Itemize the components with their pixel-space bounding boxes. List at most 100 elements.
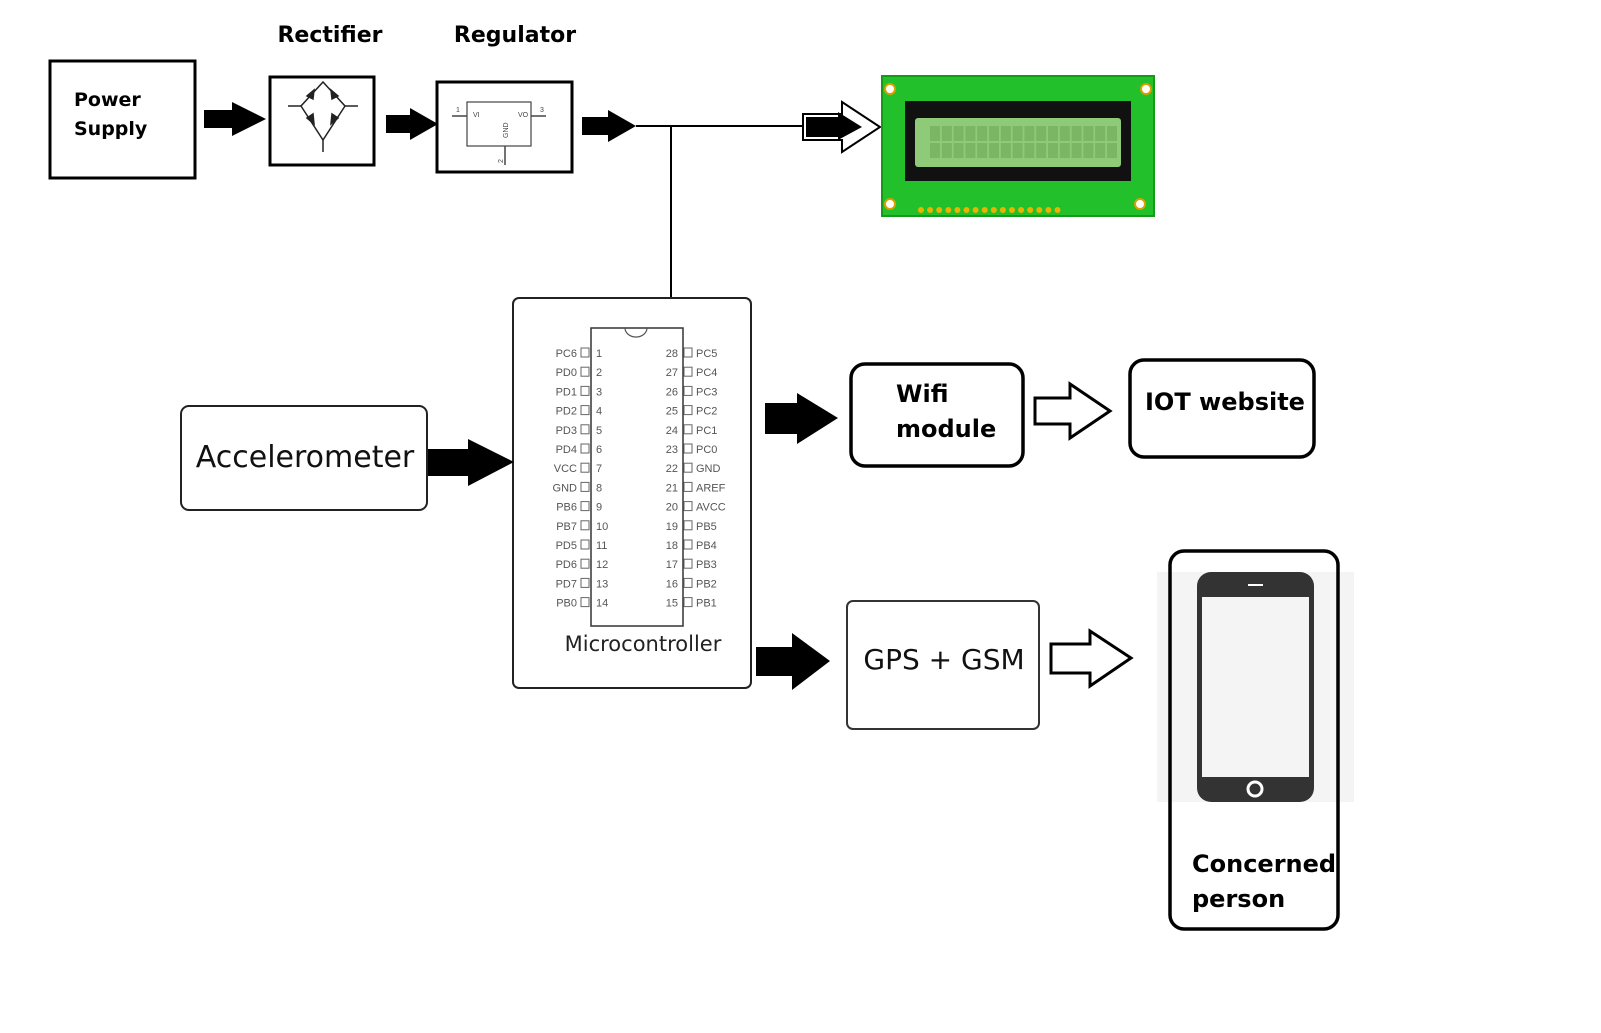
power-supply-label-2: Supply	[74, 118, 148, 140]
arrow-regulator-out	[582, 110, 806, 299]
chip-pin-pad	[580, 520, 590, 531]
lcd-char-cell	[1012, 126, 1023, 141]
chip-pin-number: 11	[596, 540, 607, 552]
chip-pin-name: PB0	[556, 598, 577, 610]
regulator-pin-out: 3	[540, 107, 544, 114]
chip-pin-name: PD1	[556, 386, 577, 398]
chip-pin-name: PD7	[556, 578, 577, 590]
chip-pin-number: 5	[596, 425, 602, 437]
chip-pin-pad	[580, 481, 590, 492]
chip-pin-name: GND	[696, 463, 721, 475]
lcd-character-grid	[930, 126, 1117, 158]
chip-pin-number: 16	[666, 578, 678, 590]
lcd-char-cell	[1083, 126, 1094, 141]
regulator-title: Regulator	[454, 23, 576, 48]
chip-pin-number: 14	[596, 598, 608, 610]
chip-pin-name: PD0	[556, 367, 577, 379]
chip-pin-pad	[580, 558, 590, 569]
chip-pin-pad	[580, 347, 590, 358]
lcd-pin-pad	[936, 207, 943, 213]
wifi-module-block: Wifi module	[849, 362, 1025, 468]
chip-pin-pad	[580, 539, 590, 550]
lcd-char-cell	[1059, 143, 1070, 158]
chip-pin-name: PD2	[556, 406, 577, 418]
chip-pin-number: 18	[666, 540, 678, 552]
power-supply-label-1: Power	[74, 89, 141, 111]
chip-pin-pad	[683, 366, 693, 377]
arrow-mcu-to-gps	[756, 633, 830, 690]
chip-pin-number: 12	[596, 559, 608, 571]
chip-pin-name: PC6	[556, 348, 577, 360]
chip-pin-name: AREF	[696, 482, 726, 494]
chip-pin-name: PD4	[556, 444, 577, 456]
chip-pin-name: AVCC	[696, 502, 726, 514]
chip-pin-number: 27	[666, 367, 678, 379]
regulator-vi-label: VI	[473, 112, 480, 119]
chip-pin-pad	[580, 501, 590, 512]
arrow-accelerometer-to-mcu	[428, 439, 514, 486]
lcd-char-cell	[965, 126, 976, 141]
lcd-pin-pad	[990, 207, 997, 213]
arrow-wifi-to-iot	[1033, 381, 1113, 441]
chip-pin-pad	[683, 347, 693, 358]
chip-pin-name: PB1	[696, 598, 717, 610]
chip-pin-number: 6	[596, 444, 602, 456]
chip-pin-number: 15	[666, 598, 678, 610]
lcd-header-pins	[918, 207, 1061, 213]
chip-pin-pad	[580, 424, 590, 435]
chip-pin-pad	[683, 481, 693, 492]
concerned-person-label-1: Concerned	[1192, 850, 1336, 878]
concerned-person-label-2: person	[1192, 885, 1285, 913]
chip-pin-pad	[683, 520, 693, 531]
chip-pin-name: PB4	[696, 540, 717, 552]
iot-website-block: IOT website	[1128, 358, 1316, 459]
chip-pin-number: 20	[666, 502, 678, 514]
chip-pin-number: 22	[666, 463, 678, 475]
wifi-label-1: Wifi	[896, 380, 949, 408]
lcd-char-cell	[1095, 143, 1106, 158]
chip-pin-name: PB6	[556, 502, 577, 514]
chip-pin-pad	[580, 577, 590, 588]
lcd-pin-pad	[927, 207, 934, 213]
chip-pin-number: 21	[666, 482, 678, 494]
chip-pin-pad	[683, 597, 693, 608]
lcd-pin-pad	[1018, 207, 1025, 213]
chip-pin-name: VCC	[554, 463, 577, 475]
lcd-pin-pad	[918, 207, 924, 213]
chip-pin-pad	[683, 385, 693, 396]
rectifier-title: Rectifier	[277, 23, 382, 48]
chip-pin-number: 23	[666, 444, 678, 456]
chip-pin-name: PC1	[696, 425, 717, 437]
lcd-char-cell	[977, 143, 988, 158]
chip-pin-number: 1	[596, 348, 602, 360]
lcd-char-cell	[953, 126, 964, 141]
chip-pin-number: 17	[666, 559, 678, 571]
arrow-mcu-to-wifi	[765, 393, 838, 444]
chip-pin-name: PC4	[696, 367, 717, 379]
chip-pin-name: PC0	[696, 444, 717, 456]
lcd-pin-pad	[1027, 207, 1034, 213]
arrow-power-to-rectifier	[204, 102, 266, 136]
regulator-pin-in: 1	[456, 107, 460, 114]
chip-pin-name: PB7	[556, 521, 577, 533]
chip-pin-pad	[683, 424, 693, 435]
lcd-char-cell	[1000, 126, 1011, 141]
chip-pin-pad	[683, 443, 693, 454]
lcd-char-cell	[1059, 126, 1070, 141]
chip-pin-name: PC2	[696, 406, 717, 418]
chip-pin-number: 28	[666, 348, 678, 360]
chip-pin-pad	[683, 501, 693, 512]
arrow-to-lcd	[802, 100, 882, 154]
chip-pin-name: PC5	[696, 348, 717, 360]
lcd-char-cell	[941, 143, 952, 158]
lcd-pin-pad	[981, 207, 988, 213]
regulator-pin-gnd: 2	[498, 159, 505, 163]
chip-pin-number: 9	[596, 502, 602, 514]
lcd-char-cell	[1107, 126, 1117, 141]
chip-pin-number: 8	[596, 482, 602, 494]
arrow-gps-to-phone	[1049, 628, 1134, 689]
chip-pin-pad	[683, 539, 693, 550]
lcd-char-cell	[989, 126, 999, 141]
lcd-pin-pad	[1054, 207, 1061, 213]
